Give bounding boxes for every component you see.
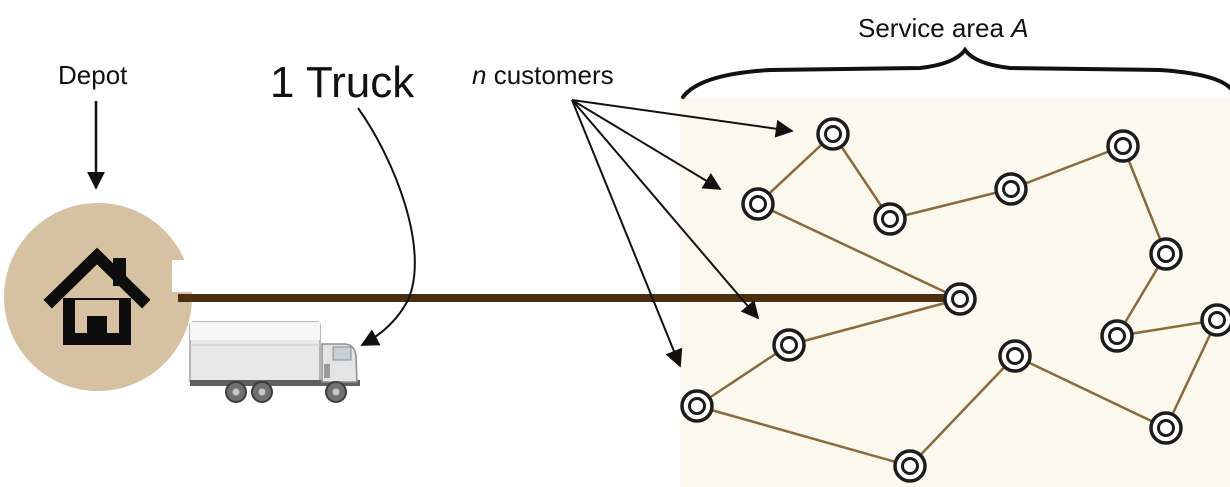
road-gap: [172, 260, 362, 292]
customer-node: [994, 172, 1028, 206]
route-edge: [1121, 145, 1168, 255]
customer-nodes: [680, 117, 1230, 483]
depot-label: Depot: [58, 60, 128, 90]
route-edge: [1116, 318, 1218, 338]
customer-node: [998, 339, 1032, 373]
customer-arrow: [571, 99, 760, 320]
route-edge: [1164, 319, 1219, 429]
customer-arrow: [571, 99, 794, 138]
route-edge: [757, 133, 834, 205]
customer-node: [1149, 411, 1183, 445]
route-edge: [889, 187, 1012, 221]
customers-label: n customers: [472, 60, 614, 90]
route-edge: [909, 355, 1016, 467]
depot-node: [4, 203, 192, 391]
truck-icon: [189, 321, 360, 403]
customer-node: [1100, 319, 1134, 353]
main-road: [178, 294, 960, 302]
customer-node: [1200, 303, 1230, 337]
customer-node: [873, 202, 907, 236]
truck-label: 1 Truck: [270, 58, 415, 107]
customer-node: [1106, 129, 1140, 163]
route-edge: [788, 297, 961, 347]
customer-node: [943, 282, 977, 316]
customer-arrows: [571, 99, 794, 368]
customer-node: [772, 328, 806, 362]
route-edge: [1014, 354, 1167, 430]
service-area-brace: [681, 46, 1230, 99]
route-edge: [696, 343, 790, 408]
route-edge: [1010, 144, 1124, 191]
route-edges: [696, 133, 1219, 468]
customer-node: [741, 187, 775, 221]
customer-node: [816, 117, 850, 151]
route-edge: [696, 404, 911, 468]
house-icon: [43, 247, 151, 345]
service-area-label: Service area A: [858, 13, 1029, 43]
route-edge: [831, 133, 892, 220]
customer-arrow: [571, 99, 683, 368]
customer-node: [893, 449, 927, 483]
route-edge: [757, 202, 961, 301]
customer-node: [680, 389, 714, 423]
truck-arrow: [357, 107, 416, 346]
customer-arrow: [571, 99, 722, 190]
customer-node: [1149, 237, 1183, 271]
